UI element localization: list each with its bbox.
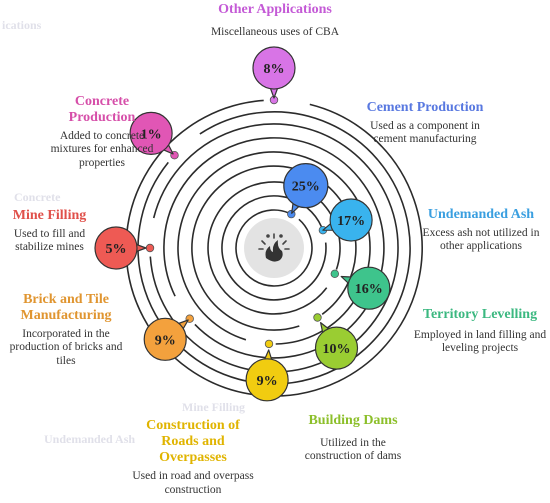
fire-ash-icon bbox=[258, 233, 290, 262]
connector-dot-mine-filling bbox=[145, 243, 155, 253]
bubble-roads-and-overpasses: 9% bbox=[245, 349, 289, 402]
label-mine-filling: Mine Filling Used to fill and stabilize … bbox=[2, 208, 97, 255]
title-territory-levelling: Territory Levelling bbox=[422, 307, 538, 322]
percent-bubbles: 8% 25% 17% 16% 10% 9% 9% 5% 1% bbox=[94, 46, 391, 402]
desc-mine-filling: Used to fill and stabilize mines bbox=[13, 228, 86, 254]
ring-roads-and-overpasses bbox=[177, 151, 371, 345]
label-roads-and-overpasses: Construction of Roads and Overpasses Use… bbox=[128, 418, 258, 497]
label-concrete-production: Concrete Production Added to concrete mi… bbox=[42, 94, 162, 170]
bubble-cement-production: 25% bbox=[283, 163, 329, 214]
bubble-undemanded-ash: 17% bbox=[322, 198, 373, 242]
desc-cement-production: Used as a component in cement manufactur… bbox=[370, 120, 480, 146]
desc-brick-and-tile: Incorporated in the production of bricks… bbox=[9, 328, 123, 367]
desc-other-applications: Miscellaneous uses of CBA bbox=[210, 26, 340, 39]
ghost-text-mine: Mine Filling bbox=[182, 400, 245, 414]
label-cement-production: Cement Production Used as a component in… bbox=[360, 100, 490, 147]
ghost-text-undemanded: Undemanded Ash bbox=[44, 432, 136, 446]
bubble-brick-and-tile: 9% bbox=[143, 317, 189, 361]
percent-label-mine-filling: 5% bbox=[106, 242, 127, 257]
bubble-territory-levelling: 16% bbox=[340, 266, 391, 310]
title-brick-and-tile: Brick and Tile Manufacturing bbox=[20, 292, 112, 324]
ring-territory-levelling bbox=[207, 181, 341, 315]
title-mine-filling: Mine Filling bbox=[12, 208, 87, 223]
ring-cement-production bbox=[235, 209, 313, 287]
bubble-concrete-production: 1% bbox=[129, 111, 174, 155]
connector-dot-territory-levelling bbox=[330, 269, 339, 278]
title-roads-and-overpasses: Construction of Roads and Overpasses bbox=[146, 418, 240, 466]
percent-label-undemanded-ash: 17% bbox=[337, 214, 365, 229]
ghost-text-top: ications bbox=[2, 18, 42, 32]
title-undemanded-ash: Undemanded Ash bbox=[427, 207, 535, 222]
ring-concrete-production bbox=[137, 111, 411, 385]
percent-label-cement-production: 25% bbox=[292, 180, 320, 195]
connector-dot-building-dams bbox=[313, 313, 322, 322]
percent-label-territory-levelling: 16% bbox=[355, 282, 383, 297]
percent-label-concrete-production: 1% bbox=[141, 127, 162, 142]
desc-concrete-production: Added to concrete mixtures for enhanced … bbox=[50, 130, 154, 169]
desc-building-dams: Utilized in the construction of dams bbox=[304, 437, 402, 463]
bubble-mine-filling: 5% bbox=[94, 226, 147, 270]
label-territory-levelling: Territory Levelling Employed in land fil… bbox=[410, 307, 550, 356]
concentric-rings bbox=[125, 99, 423, 397]
title-building-dams: Building Dams bbox=[308, 413, 398, 428]
ring-building-dams bbox=[191, 165, 357, 331]
title-other-applications: Other Applications bbox=[218, 2, 332, 17]
ring-brick-and-tile bbox=[163, 137, 385, 359]
desc-roads-and-overpasses: Used in road and overpass construction bbox=[132, 470, 254, 496]
label-building-dams: Building Dams Utilized in the constructi… bbox=[298, 413, 408, 464]
ghost-text-concrete: Concrete bbox=[14, 190, 61, 204]
ring-undemanded-ash bbox=[221, 195, 327, 301]
connector-dots bbox=[145, 95, 339, 349]
percent-label-roads-and-overpasses: 9% bbox=[257, 374, 278, 389]
desc-undemanded-ash: Excess ash not utilized in other applica… bbox=[422, 227, 540, 253]
title-cement-production: Cement Production bbox=[366, 100, 484, 115]
connector-dot-roads-and-overpasses bbox=[264, 339, 274, 349]
label-other-applications: Other Applications Miscellaneous uses of… bbox=[205, 2, 345, 39]
bubble-building-dams: 10% bbox=[314, 322, 359, 370]
desc-territory-levelling: Employed in land filling and leveling pr… bbox=[413, 329, 547, 355]
title-concrete-production: Concrete Production bbox=[68, 94, 136, 126]
label-brick-and-tile: Brick and Tile Manufacturing Incorporate… bbox=[2, 292, 130, 368]
percent-label-building-dams: 10% bbox=[323, 342, 351, 357]
label-undemanded-ash: Undemanded Ash Excess ash not utilized i… bbox=[412, 207, 550, 254]
percent-label-other-applications: 8% bbox=[264, 62, 285, 77]
center-hub bbox=[244, 218, 304, 278]
bubble-other-applications: 8% bbox=[252, 46, 296, 99]
ring-mine-filling bbox=[149, 123, 399, 373]
percent-label-brick-and-tile: 9% bbox=[155, 333, 176, 348]
